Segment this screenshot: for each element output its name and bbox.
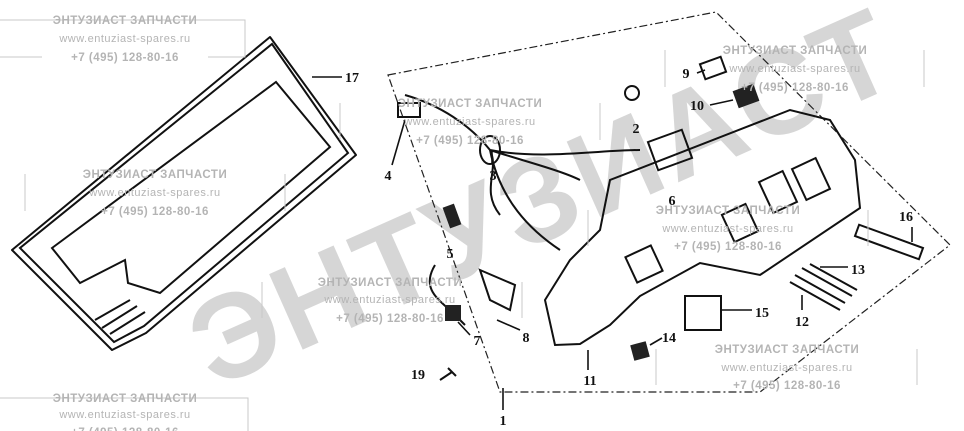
svg-text:+7 (495) 128-80-16: +7 (495) 128-80-16 <box>101 206 209 218</box>
svg-text:+7 (495) 128-80-16: +7 (495) 128-80-16 <box>741 82 849 94</box>
part-14-switch <box>630 341 650 361</box>
part-label-2: 2 <box>633 122 640 137</box>
svg-text:+7 (495) 128-80-16: +7 (495) 128-80-16 <box>416 135 524 147</box>
svg-text:+7 (495) 128-80-16: +7 (495) 128-80-16 <box>336 313 444 325</box>
part-label-7: 7 <box>474 334 481 349</box>
svg-text:www.entuziast-spares.ru: www.entuziast-spares.ru <box>58 33 190 45</box>
svg-text:ЭНТУЗИАСТ ЗАПЧАСТИ: ЭНТУЗИАСТ ЗАПЧАСТИ <box>83 169 227 181</box>
assembly-boundary <box>387 11 951 393</box>
svg-text:www.entuziast-spares.ru: www.entuziast-spares.ru <box>720 362 852 374</box>
part-label-6: 6 <box>669 194 676 209</box>
watermark-stamp-6: ЭНТУЗИАСТ ЗАПЧАСТИ www.entuziast-spares.… <box>261 277 523 325</box>
svg-text:+7 (495) 128-80-16: +7 (495) 128-80-16 <box>674 241 782 253</box>
part-16-fuse-strip <box>853 223 925 261</box>
part-label-1: 1 <box>500 414 507 429</box>
part-19-screw <box>439 367 457 381</box>
svg-text:ЭНТУЗИАСТ ЗАПЧАСТИ: ЭНТУЗИАСТ ЗАПЧАСТИ <box>715 344 859 356</box>
part-17-trim-frame <box>11 36 357 351</box>
svg-text:www.entuziast-spares.ru: www.entuziast-spares.ru <box>728 63 860 75</box>
part-2-grommet <box>624 85 640 101</box>
svg-text:+7 (495) 128-80-16: +7 (495) 128-80-16 <box>71 427 179 431</box>
watermark-stamp-2: ЭНТУЗИАСТ ЗАПЧАСТИ www.entuziast-spares.… <box>339 98 601 147</box>
part-9-bezel <box>698 55 728 81</box>
watermark-stamp-4: ЭНТУЗИАСТ ЗАПЧАСТИ www.entuziast-spares.… <box>24 169 286 218</box>
svg-text:ЭНТУЗИАСТ ЗАПЧАСТИ: ЭНТУЗИАСТ ЗАПЧАСТИ <box>53 15 197 27</box>
watermark-stamp-8: ЭНТУЗИАСТ ЗАПЧАСТИ www.entuziast-spares.… <box>0 393 249 431</box>
leader-lines <box>312 69 913 410</box>
part-15-socket <box>684 295 722 331</box>
part-11-switch-panel <box>543 108 862 347</box>
svg-text:www.entuziast-spares.ru: www.entuziast-spares.ru <box>88 187 220 199</box>
part-label-15: 15 <box>755 306 769 321</box>
part-label-14: 14 <box>662 331 676 346</box>
part-label-11: 11 <box>583 374 596 389</box>
svg-text:+7 (495) 128-80-16: +7 (495) 128-80-16 <box>733 380 841 392</box>
part-label-5: 5 <box>447 247 454 262</box>
part-8-sensor <box>478 268 517 312</box>
part-6-relay <box>646 128 694 172</box>
part-12-13-fuses <box>789 263 858 311</box>
watermark-stamp-1: ЭНТУЗИАСТ ЗАПЧАСТИ www.entuziast-spares.… <box>0 15 246 64</box>
part-label-19: 19 <box>411 368 425 383</box>
watermark-stamp-3: ЭНТУЗИАСТ ЗАПЧАСТИ www.entuziast-spares.… <box>664 45 925 94</box>
svg-text:ЭНТУЗИАСТ ЗАПЧАСТИ: ЭНТУЗИАСТ ЗАПЧАСТИ <box>318 277 462 289</box>
part-label-9: 9 <box>683 67 690 82</box>
part-label-16: 16 <box>899 210 913 225</box>
part-label-13: 13 <box>851 263 865 278</box>
part-3-wiring-harness <box>397 94 641 251</box>
svg-text:+7 (495) 128-80-16: +7 (495) 128-80-16 <box>71 52 179 64</box>
part-label-12: 12 <box>795 315 809 330</box>
part-label-8: 8 <box>523 331 530 346</box>
part-10-switch <box>732 83 760 109</box>
part-label-3: 3 <box>490 169 497 184</box>
svg-text:www.entuziast-spares.ru: www.entuziast-spares.ru <box>58 409 190 421</box>
part-label-4: 4 <box>385 169 392 184</box>
svg-text:ЭНТУЗИАСТ ЗАПЧАСТИ: ЭНТУЗИАСТ ЗАПЧАСТИ <box>656 205 800 217</box>
svg-text:ЭНТУЗИАСТ ЗАПЧАСТИ: ЭНТУЗИАСТ ЗАПЧАСТИ <box>53 393 197 405</box>
watermark-stamp-7: ЭНТУЗИАСТ ЗАПЧАСТИ www.entuziast-spares.… <box>655 344 918 392</box>
svg-text:ЭНТУЗИАСТ ЗАПЧАСТИ: ЭНТУЗИАСТ ЗАПЧАСТИ <box>723 45 867 57</box>
svg-text:www.entuziast-spares.ru: www.entuziast-spares.ru <box>323 294 455 306</box>
part-label-10: 10 <box>690 99 704 114</box>
svg-text:www.entuziast-spares.ru: www.entuziast-spares.ru <box>661 223 793 235</box>
svg-text:www.entuziast-spares.ru: www.entuziast-spares.ru <box>403 116 535 128</box>
svg-text:ЭНТУЗИАСТ ЗАПЧАСТИ: ЭНТУЗИАСТ ЗАПЧАСТИ <box>398 98 542 110</box>
part-label-17: 17 <box>345 71 359 86</box>
part-5-connector <box>442 203 462 229</box>
watermark-stamp-5: ЭНТУЗИАСТ ЗАПЧАСТИ www.entuziast-spares.… <box>587 205 869 253</box>
